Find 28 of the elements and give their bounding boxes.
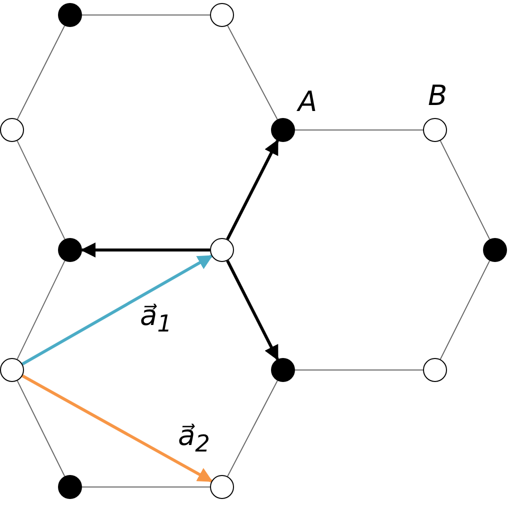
filled-atom — [271, 118, 295, 142]
lattice-bond — [16, 140, 66, 240]
hollow-atom — [210, 238, 234, 262]
filled-atom — [483, 238, 507, 262]
filled-atom — [58, 238, 82, 262]
arrow — [226, 260, 279, 361]
hollow-atom — [210, 475, 234, 499]
hollow-atom — [423, 358, 447, 382]
hollow-atom — [0, 118, 24, 142]
arrow — [80, 242, 210, 258]
lattice-bond — [16, 260, 66, 360]
filled-atom — [58, 475, 82, 499]
lattice-bond — [16, 25, 66, 120]
lattice-bond — [440, 260, 490, 360]
hollow-atom — [423, 118, 447, 142]
arrow — [22, 374, 213, 482]
arrow — [226, 139, 279, 240]
hollow-atom — [210, 3, 234, 27]
lattice-bond — [227, 25, 278, 120]
lattice-bond — [227, 380, 278, 477]
lattice-bond — [440, 140, 490, 240]
filled-atom — [58, 3, 82, 27]
hollow-atom — [0, 358, 24, 382]
lattice-bond — [82, 14, 210, 16]
filled-atom — [271, 358, 295, 382]
lattice-bond — [82, 486, 210, 488]
lattice-bond — [16, 380, 66, 477]
arrow — [22, 254, 213, 366]
